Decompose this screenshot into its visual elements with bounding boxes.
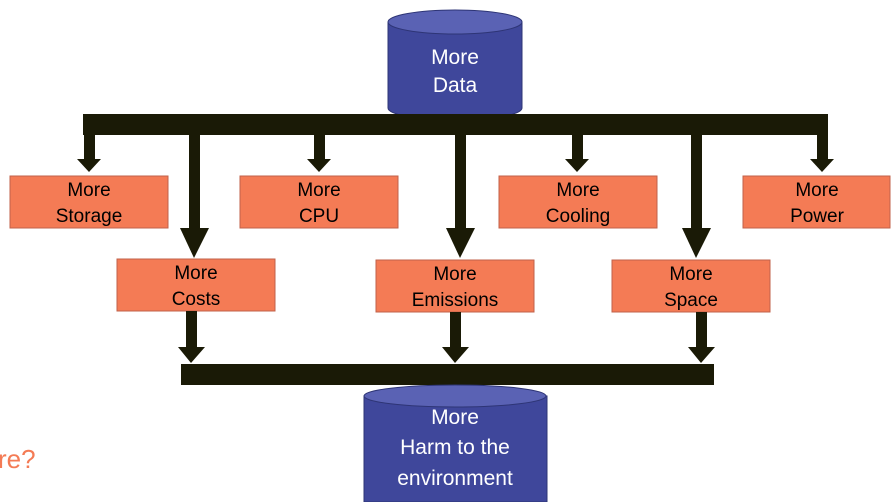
harm-line3: environment	[397, 467, 513, 490]
harm-line2: Harm to the	[400, 436, 510, 459]
more-costs-line1: More	[174, 263, 217, 284]
more-space-line1: More	[669, 264, 712, 285]
arrow-to-emissions	[446, 123, 475, 258]
arrow-space-to-bottom	[688, 312, 715, 363]
more-costs-line2: Costs	[172, 289, 221, 310]
more-cooling-box: More Cooling	[498, 175, 658, 229]
arrow-emissions-to-bottom	[442, 312, 469, 363]
arrow-to-storage	[77, 135, 101, 172]
arrow-to-power	[810, 135, 834, 172]
more-cpu-line2: CPU	[299, 206, 339, 227]
more-storage-line1: More	[67, 180, 110, 201]
harm-cylinder: More Harm to the environment	[363, 384, 548, 502]
more-space-box: More Space	[611, 259, 771, 313]
arrow-to-cooling	[565, 135, 589, 172]
more-power-line1: More	[795, 180, 838, 201]
more-cpu-line1: More	[297, 180, 340, 201]
more-costs-box: More Costs	[116, 258, 276, 312]
more-cooling-line2: Cooling	[546, 206, 610, 227]
partial-question-text: re?	[0, 444, 36, 474]
more-power-line2: Power	[790, 206, 845, 227]
harm-line1: More	[431, 406, 479, 429]
arrow-costs-to-bottom	[178, 311, 205, 363]
more-power-box: More Power	[742, 175, 891, 229]
more-cooling-line1: More	[556, 180, 599, 201]
more-emissions-line2: Emissions	[412, 290, 499, 311]
more-cpu-box: More CPU	[239, 175, 399, 229]
more-emissions-line1: More	[433, 264, 476, 285]
more-storage-line2: Storage	[56, 206, 123, 227]
more-emissions-box: More Emissions	[375, 259, 535, 313]
arrow-to-costs	[180, 123, 209, 258]
arrow-to-cpu	[307, 135, 331, 172]
more-storage-box: More Storage	[9, 175, 169, 229]
bottom-collection-bar	[181, 364, 714, 385]
more-data-line2: Data	[433, 74, 478, 97]
arrow-to-space	[682, 123, 711, 258]
more-data-cylinder: More Data	[387, 9, 523, 121]
more-data-line1: More	[431, 46, 479, 69]
more-space-line2: Space	[664, 290, 718, 311]
